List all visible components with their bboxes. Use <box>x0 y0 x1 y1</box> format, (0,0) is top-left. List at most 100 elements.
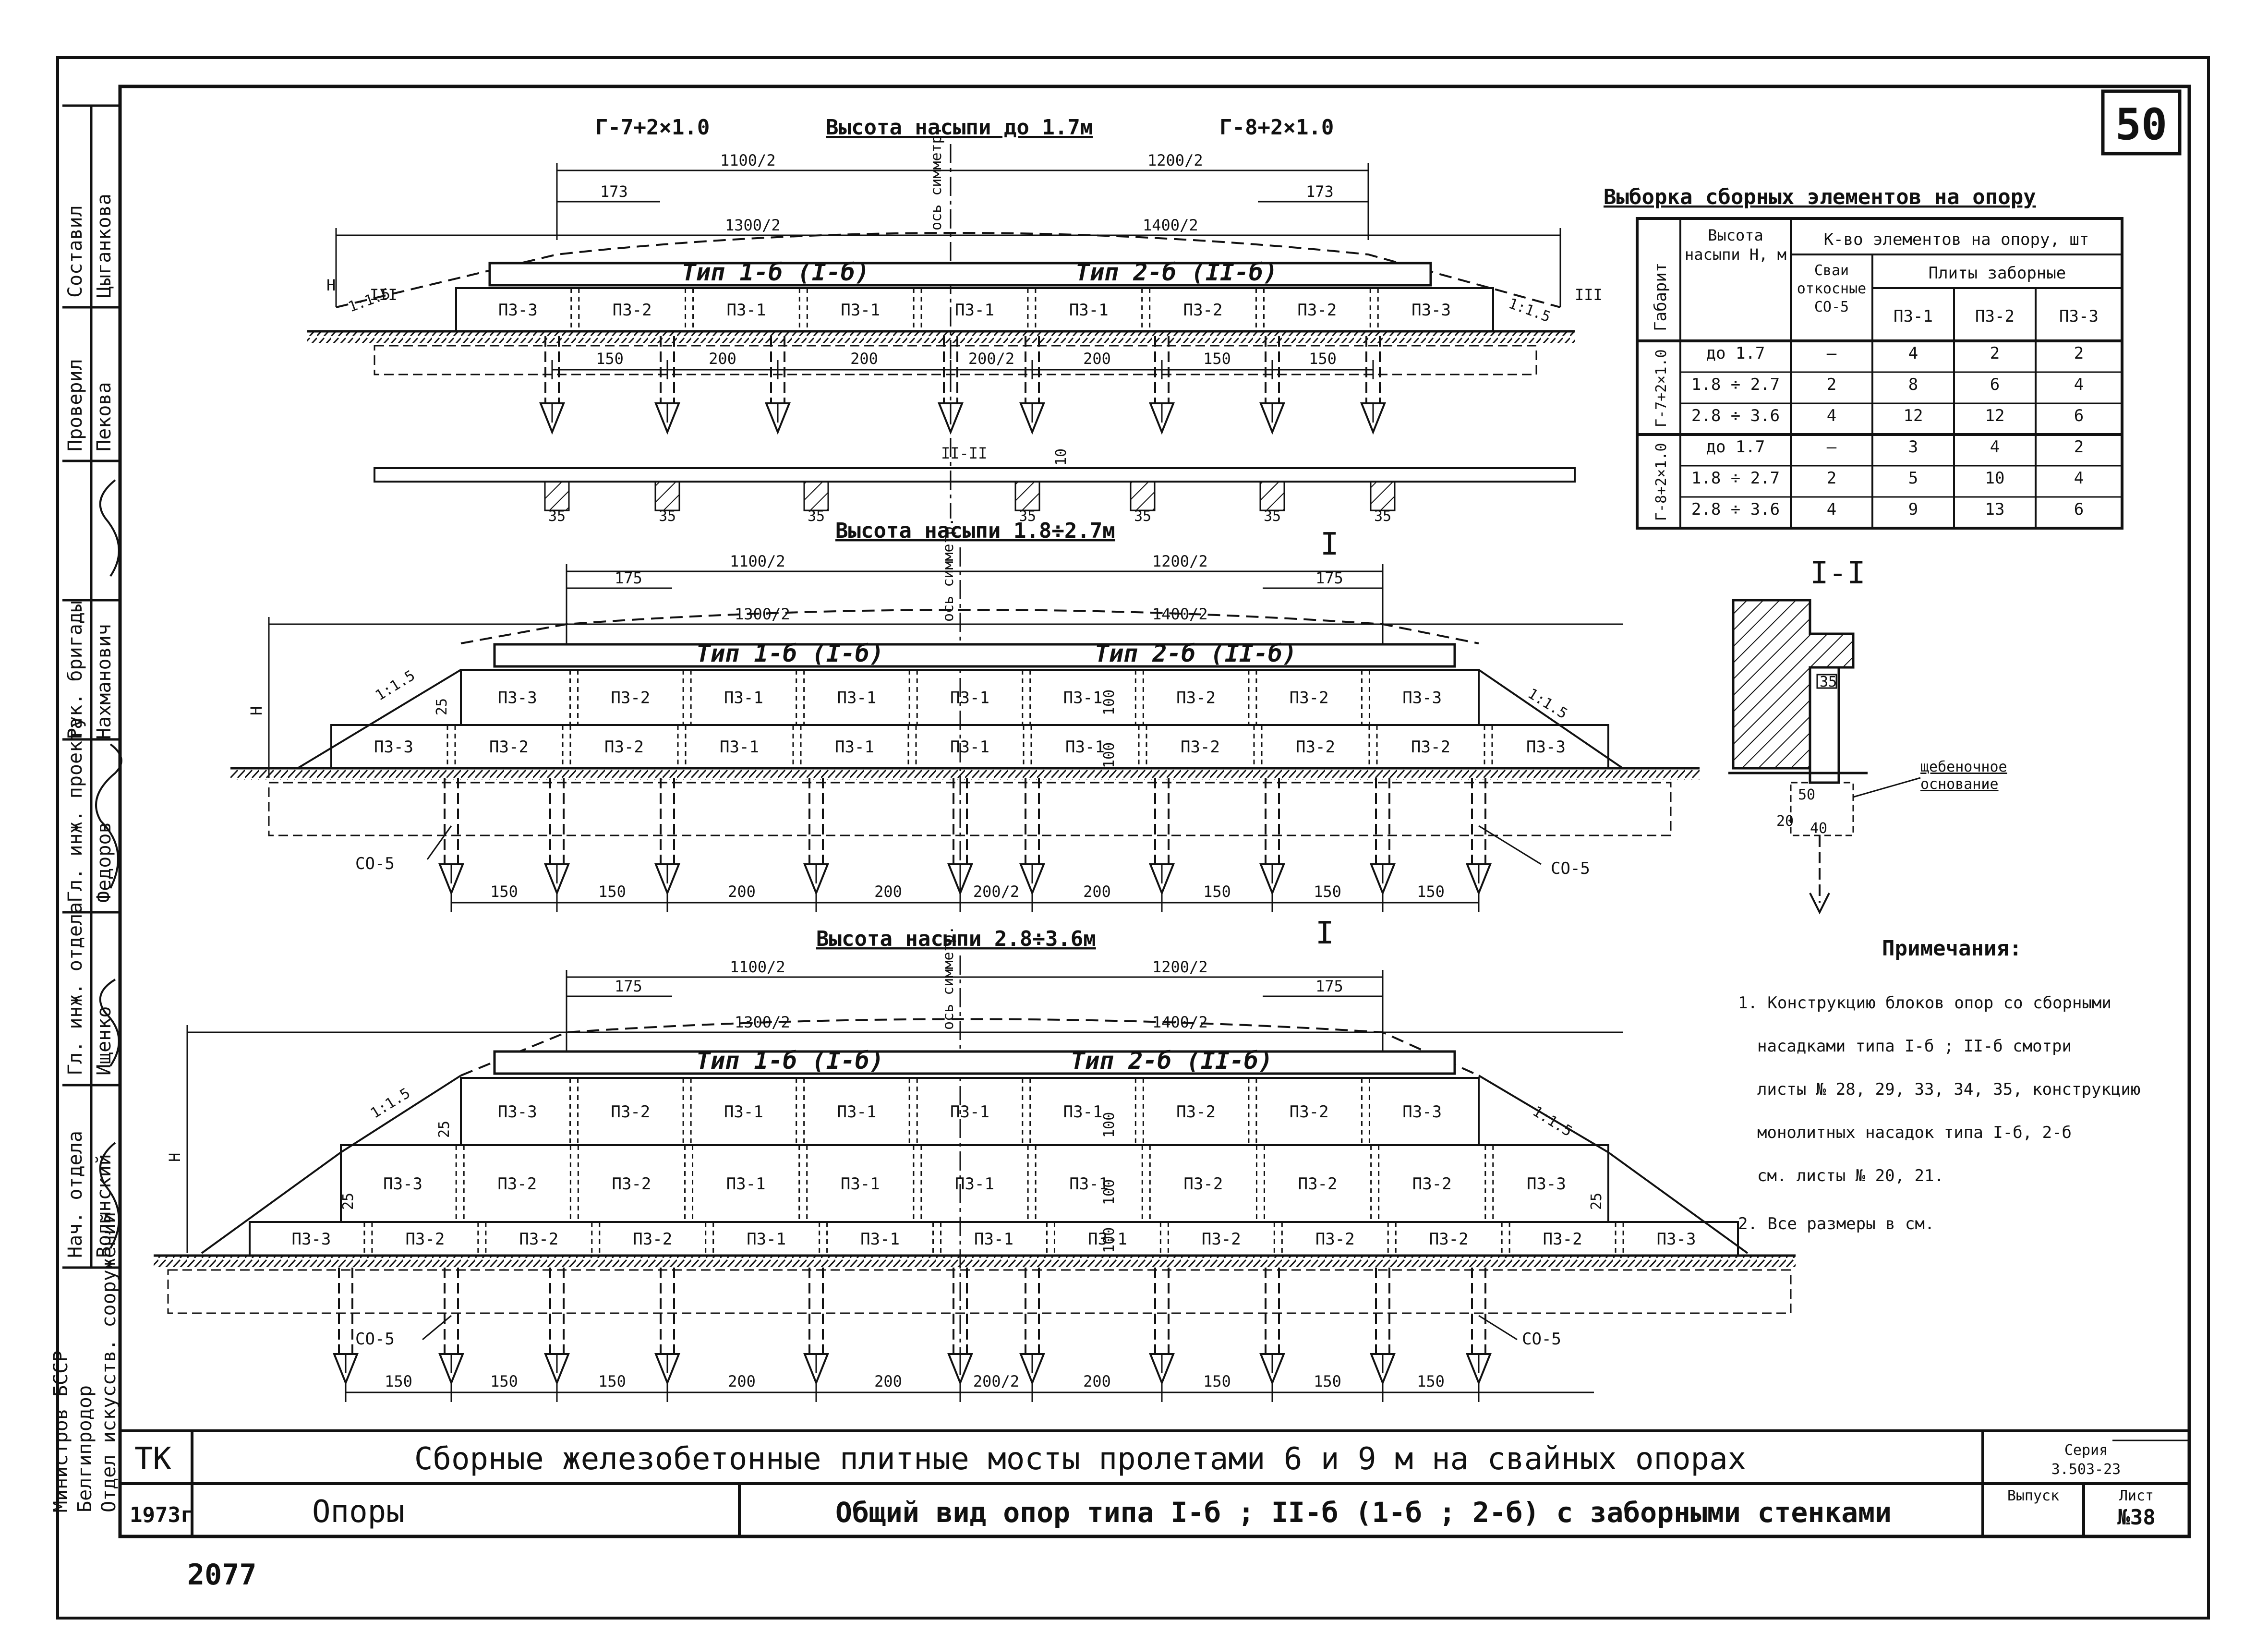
stamp-name-1: Волынский <box>93 1154 115 1258</box>
view1-pile-3 <box>765 336 791 435</box>
view3-panel-bottom-5: ПЗ-1 <box>747 1230 786 1249</box>
view3-slope-right: 1:1.5 <box>1530 1103 1575 1140</box>
table-cell-h: 1.8 ÷ 2.7 <box>1691 469 1780 488</box>
view3-pile-10 <box>1370 1268 1396 1386</box>
view3-panel-middle-4: ПЗ-1 <box>726 1174 766 1194</box>
view3-cut-mark: I <box>1315 916 1334 951</box>
view3-pile-11 <box>1466 1268 1492 1386</box>
table-cell-p3: 6 <box>2074 500 2084 519</box>
view2-panel-top-5: ПЗ-1 <box>950 689 989 708</box>
view3-panel-bottom-9: ПЗ-2 <box>1202 1230 1241 1249</box>
table-cell-h: 2.8 ÷ 3.6 <box>1691 406 1780 425</box>
view3-pile-4 <box>654 1268 680 1386</box>
view3-dim-right-inner: 1400/2 <box>1152 1013 1208 1031</box>
table-plate-col-2: ПЗ-2 <box>1975 307 2015 326</box>
view3-pile-2 <box>438 1268 464 1386</box>
table-cell-p1: 5 <box>1908 469 1918 488</box>
title-sheet-number: №38 <box>2117 1505 2155 1530</box>
view3-dim-25-right: 25 <box>1588 1193 1605 1210</box>
view2-pile-7 <box>1149 778 1175 896</box>
view3-panel-bottom-3: ПЗ-2 <box>519 1230 558 1249</box>
table-cell-so: — <box>1827 437 1837 457</box>
view1-h-label: H <box>326 276 336 294</box>
section2-block-7 <box>1370 481 1396 511</box>
view1-panel-8: ПЗ-2 <box>1297 301 1337 320</box>
table-cell-p3: 2 <box>2074 344 2084 363</box>
table-group-2-gauge: Г-8+2×1.0 <box>1653 443 1670 521</box>
side-stamp: Составил Цыганкова Проверил Пекова Рук. … <box>50 104 122 1512</box>
table-cell-so: 2 <box>1827 469 1836 488</box>
view3-type-left: Тип 1-б (I-б) <box>696 1047 884 1075</box>
view2-pile-label-right: СО-5 <box>1551 859 1590 878</box>
section1-dim-50: 50 <box>1798 786 1815 803</box>
view2-pile-6 <box>1019 778 1045 896</box>
view3-panel-middle-2: ПЗ-2 <box>497 1174 537 1194</box>
view2-spacing-7: 150 <box>1203 882 1231 901</box>
table-cell-p2: 10 <box>1985 469 2005 488</box>
view1-dim-right-inner: 1400/2 <box>1143 216 1198 234</box>
view2-spacing-5: 200/2 <box>973 882 1019 901</box>
view3-pile-5 <box>803 1268 829 1386</box>
view1-pile-2 <box>654 336 680 435</box>
stamp-role-2: Гл. инж. отдела <box>64 902 86 1076</box>
view2-panel-top-2: ПЗ-2 <box>611 689 650 708</box>
view2-panel-bottom-1: ПЗ-3 <box>374 737 413 757</box>
view2-dim-100-bottom: 100 <box>1101 742 1118 768</box>
view3-foundation <box>167 1269 1792 1314</box>
view2-pile-1 <box>438 778 464 896</box>
view1-dim-edge-right: 173 <box>1306 182 1334 201</box>
view3-panel-bottom-11: ПЗ-2 <box>1429 1230 1469 1249</box>
table-cell-p3: 6 <box>2074 406 2084 425</box>
view3-ground-line <box>154 1256 1796 1267</box>
view2-panel-top-8: ПЗ-2 <box>1290 689 1329 708</box>
view1-pile-6 <box>1149 336 1175 435</box>
table-cell-p1: 4 <box>1908 344 1918 363</box>
sheet-number: 50 <box>2115 99 2167 150</box>
view3-slope-left: 1:1.5 <box>368 1085 413 1122</box>
view3-panel-top-6: ПЗ-1 <box>1063 1102 1103 1122</box>
view2-spacing-6: 200 <box>1083 882 1111 901</box>
view3-axis-label: ось симметр. <box>940 926 957 1030</box>
section2-tab-2: 35 <box>659 508 676 525</box>
view2-panel-bottom-10: ПЗ-2 <box>1411 737 1450 757</box>
view1-spacing-2: 200 <box>709 350 736 368</box>
section2-tab-5: 35 <box>1134 508 1151 525</box>
view1-dim-edge-left: 173 <box>600 182 628 201</box>
view2-dim-100-top: 100 <box>1101 689 1118 715</box>
view1-pile-1 <box>539 336 565 435</box>
table-cell-p3: 4 <box>2074 375 2084 394</box>
view2-pile-5 <box>947 778 973 896</box>
table-cell-h: 1.8 ÷ 2.7 <box>1691 375 1780 394</box>
view1-panel-4: ПЗ-1 <box>841 301 880 320</box>
view3-dim-25-mid: 25 <box>340 1193 357 1210</box>
view1-pile-7 <box>1259 336 1285 435</box>
notes: Примечания: 1. Конструкцию блоков опор с… <box>1738 936 2140 1233</box>
table-cell-h: до 1.7 <box>1706 437 1765 457</box>
note-line-6: 2. Все размеры в см. <box>1738 1214 1934 1233</box>
view3-dim-edge-right: 175 <box>1315 977 1343 995</box>
table-cell-p1: 8 <box>1908 375 1918 394</box>
view2-pile-label-left: СО-5 <box>355 854 395 873</box>
view3-pile-7 <box>1019 1268 1045 1386</box>
title-issue-label: Выпуск <box>2007 1487 2059 1504</box>
stamp-name-5: Пекова <box>93 382 115 452</box>
page-number: 2077 <box>187 1558 257 1592</box>
table-cell-p2: 12 <box>1985 406 2005 425</box>
view2-pile-8 <box>1259 778 1285 896</box>
view1-cut-right: III <box>1575 286 1603 304</box>
view1-panel-2: ПЗ-2 <box>613 301 652 320</box>
view2-pile-9 <box>1370 778 1396 896</box>
view2-panel-top-9: ПЗ-3 <box>1402 689 1442 708</box>
table-cell-p3: 2 <box>2074 437 2084 457</box>
view3-panel-top-4: ПЗ-1 <box>837 1102 876 1122</box>
view1-spacing-6: 150 <box>1203 350 1231 368</box>
sheet-number-box: 50 <box>2101 89 2182 156</box>
title-series-label: Серия <box>2064 1442 2108 1459</box>
view3-panel-middle-6: ПЗ-1 <box>955 1174 994 1194</box>
view-height-up-to-1-7: Г-7+2×1.0 Высота насыпи до 1.7м Г-8+2×1.… <box>307 115 1603 519</box>
view3-pile-1 <box>333 1268 359 1386</box>
table-title: Выборка сборных элементов на опору <box>1604 185 2036 209</box>
sheet-frame <box>56 56 2210 1620</box>
view3-panel-bottom-7: ПЗ-1 <box>974 1230 1013 1249</box>
title-sheet: Общий вид опор типа I-б ; II-б (1-б ; 2-… <box>835 1496 1892 1529</box>
